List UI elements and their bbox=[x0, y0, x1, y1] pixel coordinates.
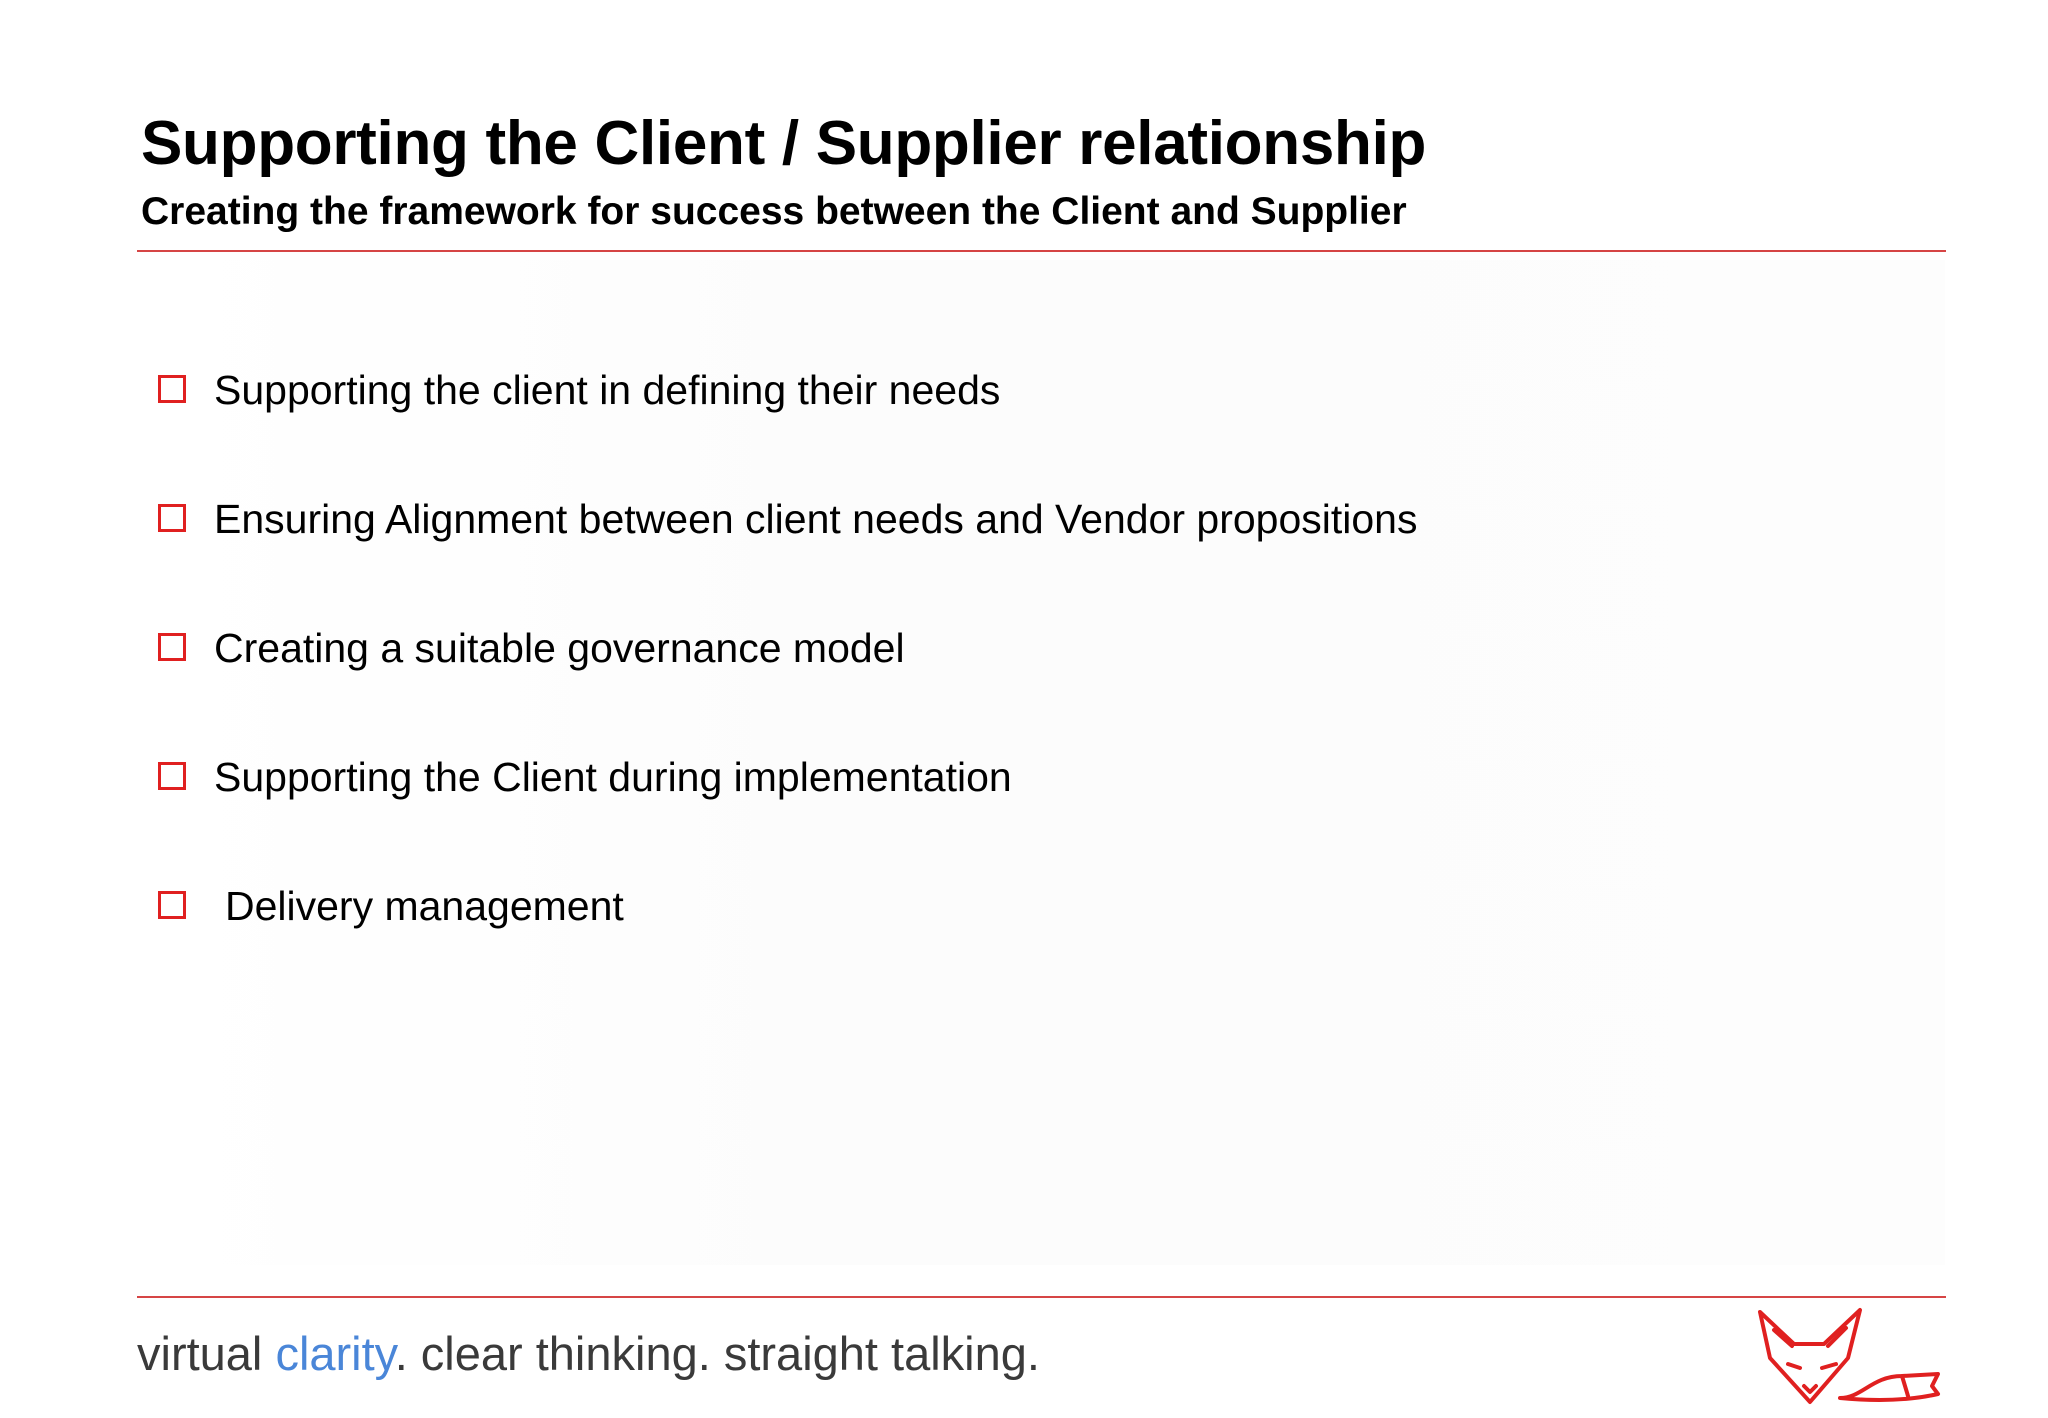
list-item: Supporting the Client during implementat… bbox=[158, 747, 1417, 876]
checkbox-icon bbox=[158, 633, 186, 661]
checkbox-icon bbox=[158, 891, 186, 919]
checkbox-icon bbox=[158, 504, 186, 532]
page-title: Supporting the Client / Supplier relatio… bbox=[141, 109, 1427, 178]
checkbox-icon bbox=[158, 375, 186, 403]
bullet-text: Supporting the Client during implementat… bbox=[214, 754, 1012, 800]
checkbox-icon bbox=[158, 762, 186, 790]
list-item: Supporting the client in defining their … bbox=[158, 360, 1417, 489]
footer-brand-word: clarity bbox=[275, 1327, 395, 1380]
bullet-list: Supporting the client in defining their … bbox=[158, 360, 1417, 1005]
footer-text-part2: . clear thinking. straight talking. bbox=[394, 1327, 1040, 1380]
fox-icon bbox=[1758, 1308, 1940, 1404]
bullet-text: Delivery management bbox=[225, 883, 624, 929]
bullet-text: Supporting the client in defining their … bbox=[214, 367, 1001, 413]
list-item: Delivery management bbox=[158, 876, 1417, 1005]
footer-text-part1: virtual bbox=[137, 1327, 276, 1380]
content-background bbox=[160, 260, 1945, 1265]
page-subtitle: Creating the framework for success betwe… bbox=[141, 190, 1407, 233]
footer-tagline: virtual clarity. clear thinking. straigh… bbox=[137, 1322, 1040, 1386]
header-divider bbox=[137, 250, 1946, 252]
bullet-text: Ensuring Alignment between client needs … bbox=[214, 496, 1418, 542]
footer-divider bbox=[137, 1296, 1946, 1298]
list-item: Creating a suitable governance model bbox=[158, 618, 1417, 747]
list-item: Ensuring Alignment between client needs … bbox=[158, 489, 1417, 618]
bullet-text: Creating a suitable governance model bbox=[214, 625, 905, 671]
